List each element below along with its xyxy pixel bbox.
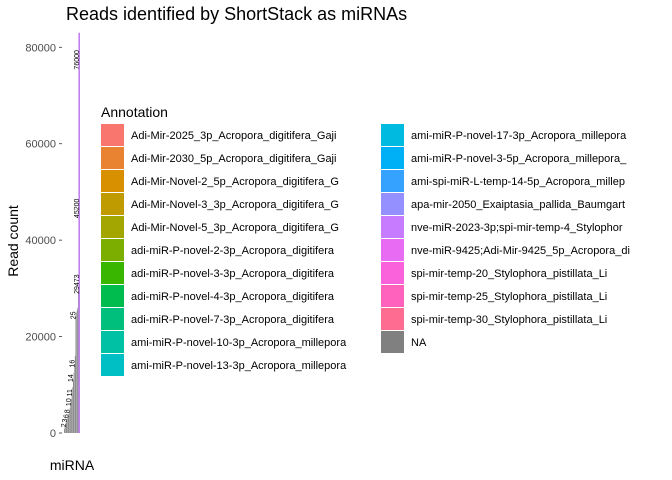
legend-label: ami-spi-miR-L-temp-14-5p_Acropora_millep xyxy=(411,176,625,188)
legend-label: spi-mir-temp-20_Stylophora_pistillata_Li xyxy=(411,268,607,280)
bar-value-label: 14 xyxy=(68,374,75,382)
bar xyxy=(78,32,80,433)
legend-label: spi-mir-temp-25_Stylophora_pistillata_Li xyxy=(411,291,607,303)
legend-label: Adi-Mir-Novel-5_3p_Acropora_digitifera_G xyxy=(131,222,339,234)
bar xyxy=(74,365,75,433)
legend-swatch xyxy=(101,147,124,169)
legend-swatch xyxy=(381,285,404,307)
bar-value-label: 16 xyxy=(69,360,76,368)
bar xyxy=(67,418,68,433)
bar xyxy=(76,312,77,433)
bar-value-label: 29473 xyxy=(74,274,81,294)
legend-swatch xyxy=(381,216,404,238)
legend-label: nve-miR-2023-3p;spi-mir-temp-4_Stylophor xyxy=(411,222,623,234)
bars xyxy=(64,32,80,433)
y-tick-label: 60000 xyxy=(25,139,56,151)
bar xyxy=(76,310,78,433)
legend-label: NA xyxy=(411,337,427,349)
bar xyxy=(74,355,76,433)
legend-swatch xyxy=(381,193,404,215)
legend-swatch xyxy=(101,170,124,192)
legend: Adi-Mir-2025_3p_Acropora_digitifera_Gaji… xyxy=(101,124,630,376)
bar-value-label: 11 xyxy=(67,389,74,396)
bar xyxy=(65,422,67,433)
legend-label: ami-miR-P-novel-10-3p_Acropora_millepora xyxy=(131,337,347,349)
legend-label: ami-miR-P-novel-17-3p_Acropora_millepora xyxy=(411,130,627,142)
legend-swatch xyxy=(381,124,404,146)
legend-label: ami-miR-P-novel-13-3p_Acropora_millepora xyxy=(131,360,347,372)
bar xyxy=(70,404,71,433)
legend-swatch xyxy=(101,216,124,238)
y-tick-label: 40000 xyxy=(25,235,56,247)
legend-label: adi-miR-P-novel-4-3p_Acropora_digitifera xyxy=(131,291,335,303)
bar xyxy=(68,413,70,433)
legend-label: adi-miR-P-novel-2-3p_Acropora_digitifera xyxy=(131,245,335,257)
bar xyxy=(72,379,74,433)
bar xyxy=(73,372,75,433)
legend-swatch xyxy=(381,147,404,169)
bar xyxy=(65,425,66,433)
bar-value-label: 2 xyxy=(61,423,68,427)
bar xyxy=(72,387,73,433)
legend-label: adi-miR-P-novel-3-3p_Acropora_digitifera xyxy=(131,268,335,280)
x-axis-title: miRNA xyxy=(50,457,95,473)
legend-swatch xyxy=(381,308,404,330)
y-tick-label: 80000 xyxy=(25,42,56,54)
bar xyxy=(64,427,66,433)
y-axis: 0 20000 40000 60000 80000 xyxy=(25,42,62,440)
bar-value-label: 10 xyxy=(66,398,73,406)
legend-label: apa-mir-2050_Exaiptasia_pallida_Baumgart xyxy=(411,199,625,211)
legend-swatch xyxy=(101,354,124,376)
legend-swatch xyxy=(381,239,404,261)
legend-label: spi-mir-temp-30_Stylophora_pistillata_Li xyxy=(411,314,607,326)
bar xyxy=(64,429,65,433)
bar-value-label: 45200 xyxy=(74,198,81,218)
legend-label: Adi-Mir-2025_3p_Acropora_digitifera_Gaji xyxy=(131,130,336,142)
legend-swatch xyxy=(101,331,124,353)
legend-swatch xyxy=(101,193,124,215)
legend-swatch xyxy=(101,262,124,284)
legend-swatch xyxy=(101,308,124,330)
bar xyxy=(75,317,77,433)
bar-value-label: 25 xyxy=(71,311,78,319)
bar xyxy=(67,416,69,433)
bar xyxy=(71,394,73,433)
legend-title: Annotation xyxy=(101,104,168,120)
bar xyxy=(77,307,78,433)
legend-swatch xyxy=(381,331,404,353)
chart-title: Reads identified by ShortStack as miRNAs xyxy=(66,4,407,24)
bar xyxy=(69,407,71,433)
bar xyxy=(71,399,72,433)
bar-value-label: 76000 xyxy=(74,50,81,70)
legend-swatch xyxy=(381,262,404,284)
y-tick-label: 0 xyxy=(50,428,56,440)
y-axis-title: Read count xyxy=(5,205,21,277)
bar-value-label: 3 xyxy=(62,418,69,422)
legend-swatch xyxy=(101,239,124,261)
legend-label: ami-miR-P-novel-3-5p_Acropora_millepora_ xyxy=(411,153,627,165)
legend-label: Adi-Mir-Novel-3_3p_Acropora_digitifera_G xyxy=(131,199,339,211)
bar-value-label: 8 xyxy=(65,409,72,413)
legend-label: Adi-Mir-2030_5p_Acropora_digitifera_Gaji xyxy=(131,153,336,165)
y-tick-label: 20000 xyxy=(25,332,56,344)
bar xyxy=(66,420,68,433)
legend-swatch xyxy=(101,124,124,146)
legend-label: adi-miR-P-novel-7-3p_Acropora_digitifera xyxy=(131,314,335,326)
bar xyxy=(69,411,70,433)
legend-label: nve-miR-9425;Adi-Mir-9425_5p_Acropora_di xyxy=(411,245,630,257)
legend-swatch xyxy=(381,170,404,192)
bar-value-label: 6 xyxy=(63,414,70,418)
legend-label: Adi-Mir-Novel-2_5p_Acropora_digitifera_G xyxy=(131,176,339,188)
legend-swatch xyxy=(101,285,124,307)
bar xyxy=(78,293,79,433)
